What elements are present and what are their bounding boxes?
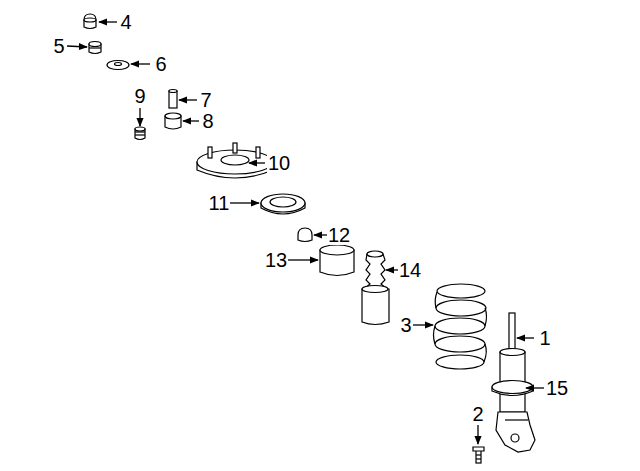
callout-number: 2	[471, 404, 484, 424]
callout-number: 8	[201, 111, 214, 131]
coil-spring-part	[434, 284, 487, 369]
bolt-part	[473, 447, 484, 463]
callout-number: 9	[133, 86, 146, 106]
callout-number: 5	[52, 36, 65, 56]
callout-number: 13	[264, 250, 288, 270]
callout-number: 10	[267, 153, 291, 173]
callout-number: 15	[545, 378, 569, 398]
cap-part	[298, 228, 312, 242]
callout-number: 6	[154, 54, 167, 74]
callout-number: 1	[538, 328, 551, 348]
callout-number: 12	[327, 225, 351, 245]
callout-number: 7	[199, 90, 212, 110]
dust-boot-part	[362, 289, 389, 325]
cap-part	[84, 14, 96, 29]
washer-part	[107, 61, 129, 70]
callout-number: 4	[119, 12, 132, 32]
leader-arrows	[67, 22, 544, 444]
callout-number: 3	[399, 315, 412, 335]
callout-number: 11	[208, 193, 231, 213]
pin-part	[169, 91, 177, 108]
callout-number: 14	[398, 260, 422, 280]
